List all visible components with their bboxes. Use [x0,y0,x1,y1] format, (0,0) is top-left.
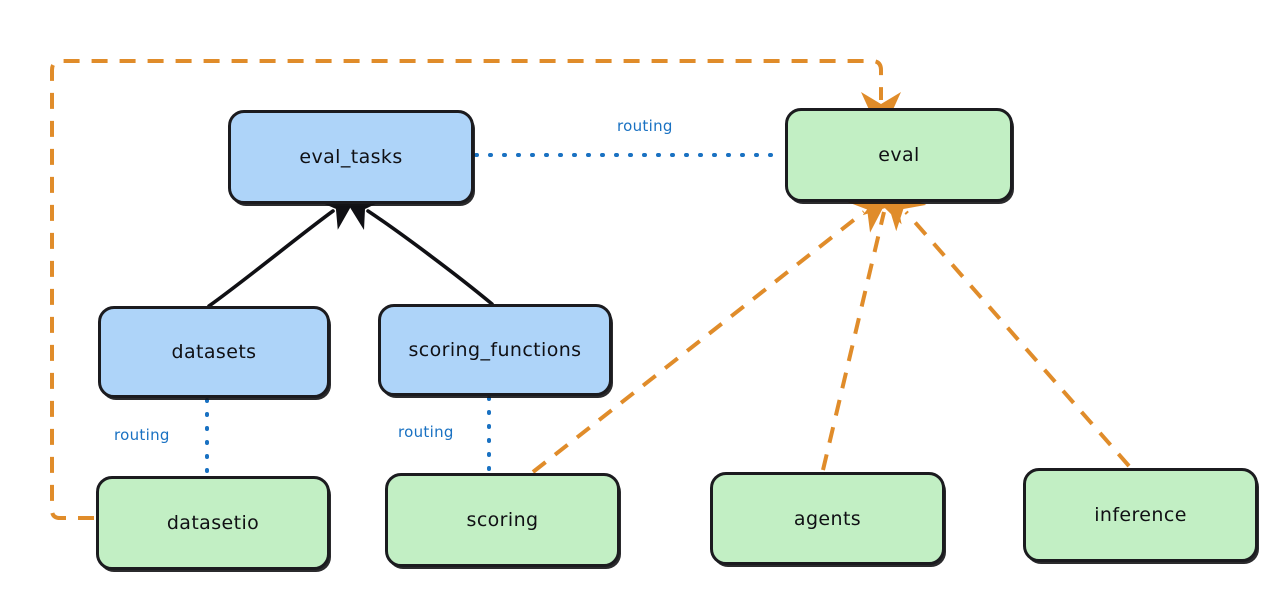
edge-datasets-to-eval-tasks [207,191,360,308]
node-label-agents: agents [793,507,862,530]
edge-label-routing-datasetio: routing [114,426,170,444]
node-label-datasetio: datasetio [166,512,260,534]
edge-label-routing-scoring: routing [398,423,454,441]
edge-dependency-agents-to-eval [821,176,902,471]
node-eval[interactable]: eval [785,108,1013,202]
node-scoring-functions[interactable]: scoring_functions [378,304,612,396]
edge-dependency-inference-to-eval [882,184,1131,468]
node-agents[interactable]: agents [710,472,945,565]
node-datasetio[interactable]: datasetio [96,476,330,570]
node-eval-tasks[interactable]: eval_tasks [228,110,474,204]
edge-scoring-functions-to-eval-tasks [341,193,494,306]
node-label-eval-tasks: eval_tasks [299,146,403,168]
node-label-inference: inference [1094,504,1187,526]
node-label-datasets: datasets [171,341,257,363]
node-datasets[interactable]: datasets [98,306,330,398]
node-label-eval: eval [878,144,920,166]
node-scoring[interactable]: scoring [385,473,620,567]
node-inference[interactable]: inference [1023,468,1258,562]
node-label-scoring-functions: scoring_functions [408,339,582,361]
edge-label-routing-eval: routing [617,117,673,135]
node-label-scoring: scoring [466,509,539,531]
edge-dependency-datasetio-to-eval [50,59,901,520]
edge-dependency-scoring-to-eval [531,189,893,474]
